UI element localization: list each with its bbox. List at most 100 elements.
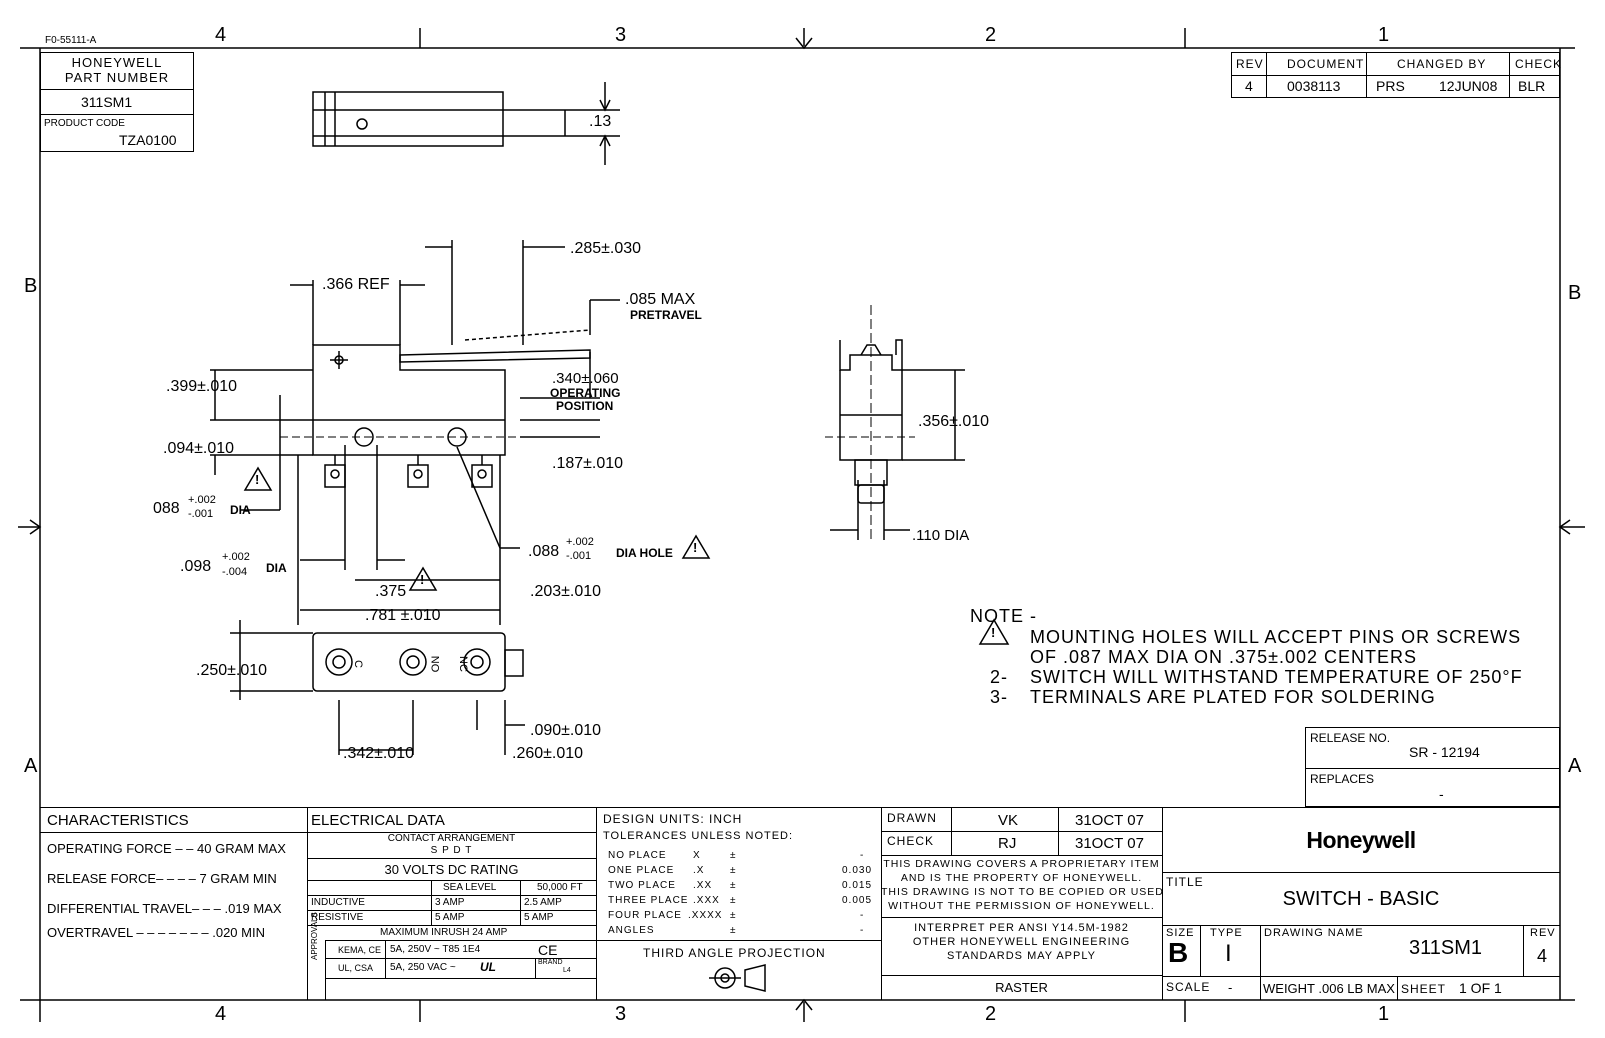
part-number-cell: 311SM1 [41, 89, 193, 115]
changed-by-header: CHANGED BY [1397, 57, 1487, 71]
check-header: CHECK [1515, 57, 1563, 71]
spdt: S P D T [430, 845, 473, 856]
drawing-name: 311SM1 [1409, 937, 1483, 959]
dim-356: .356±.010 [918, 413, 990, 430]
note-2-number: 2- [990, 667, 1009, 687]
drawn-label: DRAWN [887, 811, 937, 825]
part-label-line1: HONEYWELL [71, 55, 163, 70]
warning-icon: ! [420, 572, 425, 587]
dim-399: .399±.010 [166, 378, 238, 395]
dim-340: .340±.060 [552, 370, 619, 387]
note-1-line-1: MOUNTING HOLES WILL ACCEPT PINS OR SCREW… [1030, 627, 1522, 647]
part-label-line2: PART NUMBER [64, 70, 170, 85]
tolerance-row-format: .XX [693, 880, 713, 891]
terminal-no-label: NO [428, 655, 441, 673]
note-1-line-2: OF .087 MAX DIA ON .375±.002 CENTERS [1030, 647, 1418, 667]
contact-arrangement: CONTACT ARRANGEMENT [387, 833, 516, 844]
proprietary-line-3: THIS DRAWING IS NOT TO BE COPIED OR USED [881, 886, 1164, 898]
tolerance-row-format: X [693, 850, 701, 861]
drawing-title: SWITCH - BASIC [1282, 888, 1440, 910]
tolerance-row-pm: ± [730, 895, 737, 906]
release-force: RELEASE FORCE– – – – 7 GRAM MIN [47, 871, 277, 886]
title-area-top-border [40, 807, 1560, 808]
scale-label: SCALE [1166, 980, 1211, 994]
tolerance-row-value: 0.005 [842, 895, 873, 906]
dim-090: .090±.010 [530, 722, 602, 739]
projection-label: THIRD ANGLE PROJECTION [643, 946, 826, 960]
ul-label: UL, CSA [338, 963, 374, 973]
part-number-block: HONEYWELL PART NUMBER 311SM1 PRODUCT COD… [40, 52, 194, 152]
dim-088-right-tol-minus: -.001 [566, 550, 592, 562]
size-label: SIZE [1166, 927, 1195, 939]
tolerances-label: TOLERANCES UNLESS NOTED: [603, 830, 794, 842]
size-value: B [1168, 937, 1189, 968]
check-value: BLR [1518, 78, 1546, 94]
dim-13: .13 [589, 113, 612, 130]
brand-code: L4 [563, 967, 571, 974]
dim-dia-hole: DIA HOLE [616, 546, 673, 560]
differential-travel: DIFFERENTIAL TRAVEL– – – .019 MAX [47, 901, 282, 916]
form-id: F0-55111-A [45, 35, 97, 46]
dim-088-left: 088 [153, 500, 180, 517]
title-label: TITLE [1166, 875, 1204, 889]
tolerance-row-format: .XXX [693, 895, 720, 906]
check-label: CHECK [887, 834, 935, 848]
altitude-header: 50,000 FT [537, 882, 583, 893]
document-value: 0038113 [1287, 78, 1341, 94]
notes-title: NOTE - [970, 606, 1037, 626]
dim-110: .110 DIA [912, 527, 970, 544]
interpret-line-3: STANDARDS MAY APPLY [946, 950, 1096, 962]
tolerance-row-pm: ± [730, 880, 737, 891]
dim-operating: OPERATING [550, 386, 621, 400]
dim-366: .366 REF [322, 276, 390, 293]
zone-left-b: B [24, 275, 38, 297]
dim-098: .098 [180, 558, 212, 575]
zone-left-a: A [24, 755, 38, 777]
zone-bottom-1: 1 [1378, 1003, 1390, 1025]
dim-187: .187±.010 [552, 455, 624, 472]
tolerance-row-label: TWO PLACE [608, 880, 676, 891]
rev-number: 4 [1537, 946, 1548, 966]
dim-position: POSITION [556, 399, 614, 413]
change-date-value: 12JUN08 [1439, 78, 1498, 94]
release-no: SR - 12194 [1409, 744, 1480, 760]
inductive-sea: 3 AMP [435, 897, 465, 908]
warning-icon: ! [693, 540, 698, 555]
zone-right-b: B [1568, 282, 1582, 304]
revision-block: REV DOCUMENT CHANGED BY CHECK 4 0038113 … [1231, 52, 1563, 98]
max-inrush: MAXIMUM INRUSH 24 AMP [380, 927, 508, 938]
ce-mark: CE [538, 942, 558, 958]
resistive-alt: 5 AMP [524, 912, 554, 923]
tolerance-row-value: - [860, 910, 865, 921]
weight: WEIGHT .006 LB MAX [1263, 981, 1395, 996]
note-3: TERMINALS ARE PLATED FOR SOLDERING [1030, 687, 1436, 707]
tolerance-row-pm: ± [730, 925, 737, 936]
dim-375: .375 [375, 583, 407, 600]
part-number: 311SM1 [81, 94, 133, 110]
tolerance-row-label: ANGLES [608, 925, 655, 936]
zone-top-3: 3 [615, 24, 627, 46]
zone-top-1: 1 [1378, 24, 1390, 46]
dim-088-left-dia: DIA [230, 503, 251, 517]
replaces-value: - [1439, 786, 1444, 802]
brand-label: BRAND [538, 959, 563, 966]
sheet-value: 1 OF 1 [1459, 980, 1502, 996]
zone-top-2: 2 [985, 24, 997, 46]
zone-right-a: A [1568, 755, 1582, 777]
replaces-label: REPLACES [1310, 772, 1375, 786]
zone-bottom-3: 3 [615, 1003, 627, 1025]
dim-250: .250±.010 [196, 662, 268, 679]
dim-088-left-tol-minus: -.001 [188, 508, 214, 520]
rev-header: REV [1236, 57, 1264, 71]
tolerance-row-format: .XXXX [688, 910, 723, 921]
tolerance-row-label: ONE PLACE [608, 865, 675, 876]
dim-781: .781 ±.010 [365, 607, 441, 624]
dim-088-right: .088 [528, 543, 560, 560]
tolerance-row-pm: ± [730, 910, 737, 921]
drawing-name-label: DRAWING NAME [1264, 927, 1364, 939]
tolerance-row-format: .X [693, 865, 705, 876]
scale-value: - [1228, 980, 1233, 995]
characteristics-title: CHARACTERISTICS [47, 812, 189, 829]
resistive-sea: 5 AMP [435, 912, 465, 923]
